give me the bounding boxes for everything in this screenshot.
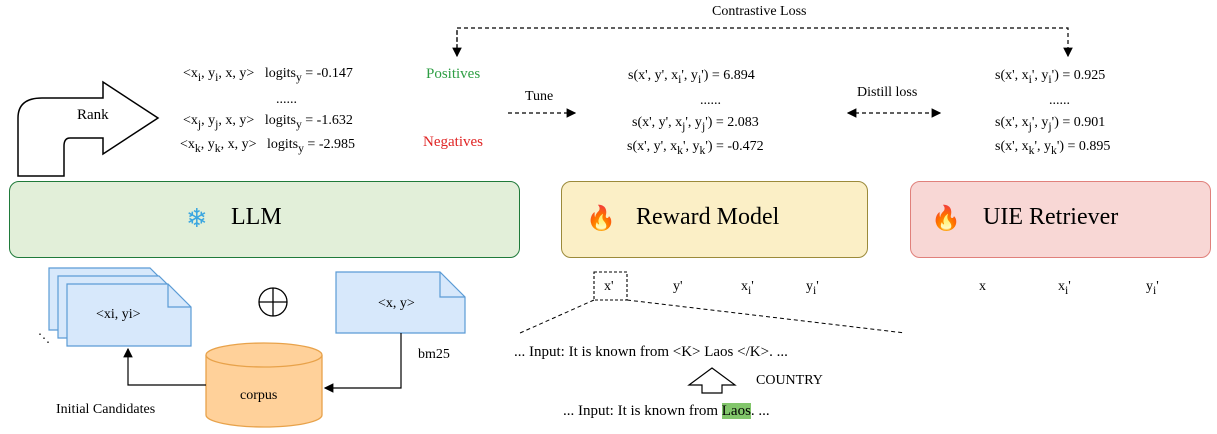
example-country-label: COUNTRY: [756, 373, 823, 388]
positives-label: Positives: [426, 66, 481, 82]
example-tagged-input: ... Input: It is known from <K> Laos </K…: [514, 344, 788, 360]
reward-input-y: y': [673, 279, 683, 294]
query-document: [335, 271, 466, 334]
zoom-line-right: [626, 299, 906, 334]
llm-score-ellipsis: ......: [276, 92, 297, 107]
retriever-score-row-i: s(x', xi', yi') = 0.925: [995, 68, 1106, 86]
tune-label: Tune: [525, 89, 554, 104]
reward-model-box: 🔥 Reward Model: [561, 181, 868, 258]
reward-input-xi: xi': [741, 279, 754, 297]
reward-score-row-i: s(x', y', xi', yi') = 6.894: [628, 68, 755, 86]
x-prime-highlight-box: [593, 271, 628, 301]
rank-label: Rank: [77, 107, 109, 123]
reward-score-row-k: s(x', y', xk', yk') = -0.472: [627, 139, 764, 157]
uie-retriever-label: UIE Retriever: [983, 204, 1119, 230]
convert-up-arrow-icon: [687, 367, 737, 394]
query-doc-label: <x, y>: [378, 296, 415, 311]
fire-icon: 🔥: [931, 204, 961, 232]
llm-label: LLM: [231, 204, 282, 230]
retriever-input-yi: yi': [1146, 279, 1159, 297]
retriever-score-row-k: s(x', xk', yk') = 0.895: [995, 139, 1111, 157]
bm25-label: bm25: [418, 347, 450, 362]
zoom-line-left: [519, 299, 595, 334]
fire-icon: 🔥: [586, 204, 616, 232]
llm-score-row-i: <xi, yi, x, y> logitsy = -0.147: [183, 66, 353, 84]
reward-input-yi: yi': [806, 279, 819, 297]
rank-arrow-icon: [17, 80, 160, 177]
corpus-to-candidates-arrow: [123, 347, 206, 386]
reward-score-row-j: s(x', y', xj', yj') = 2.083: [632, 115, 759, 133]
llm-score-row-j: <xj, yj, x, y> logitsy = -1.632: [183, 113, 353, 131]
corpus-label: corpus: [240, 388, 278, 403]
reward-input-x: x': [604, 279, 614, 294]
retriever-score-ellipsis: ......: [1049, 93, 1070, 108]
negatives-label: Negatives: [423, 134, 483, 150]
highlighted-entity: Laos: [721, 403, 751, 419]
candidate-documents-stack: [48, 267, 192, 347]
initial-candidates-label: Initial Candidates: [56, 402, 156, 417]
contrastive-loss-bracket: [456, 27, 1073, 58]
contrastive-loss-label: Contrastive Loss: [712, 4, 807, 19]
concat-operator-icon: [258, 287, 288, 317]
snowflake-icon: ❄: [186, 204, 208, 234]
reward-model-label: Reward Model: [636, 204, 780, 230]
candidate-more-dots: ⋱: [38, 331, 50, 345]
example-original-input: ... Input: It is known from Laos. ...: [563, 403, 770, 419]
retriever-input-xi: xi': [1058, 279, 1071, 297]
reward-score-ellipsis: ......: [700, 93, 721, 108]
llm-box: ❄ LLM: [9, 181, 520, 258]
retriever-input-x: x: [979, 279, 986, 294]
retriever-score-row-j: s(x', xj', yj') = 0.901: [995, 115, 1106, 133]
bm25-arrow: [323, 333, 402, 393]
candidate-doc-label: <xi, yi>: [96, 307, 141, 322]
llm-score-row-k: <xk, yk, x, y> logitsy = -2.985: [180, 137, 355, 155]
uie-retriever-box: 🔥 UIE Retriever: [910, 181, 1211, 258]
corpus-cylinder: [205, 342, 323, 428]
distill-loss-label: Distill loss: [857, 85, 918, 100]
